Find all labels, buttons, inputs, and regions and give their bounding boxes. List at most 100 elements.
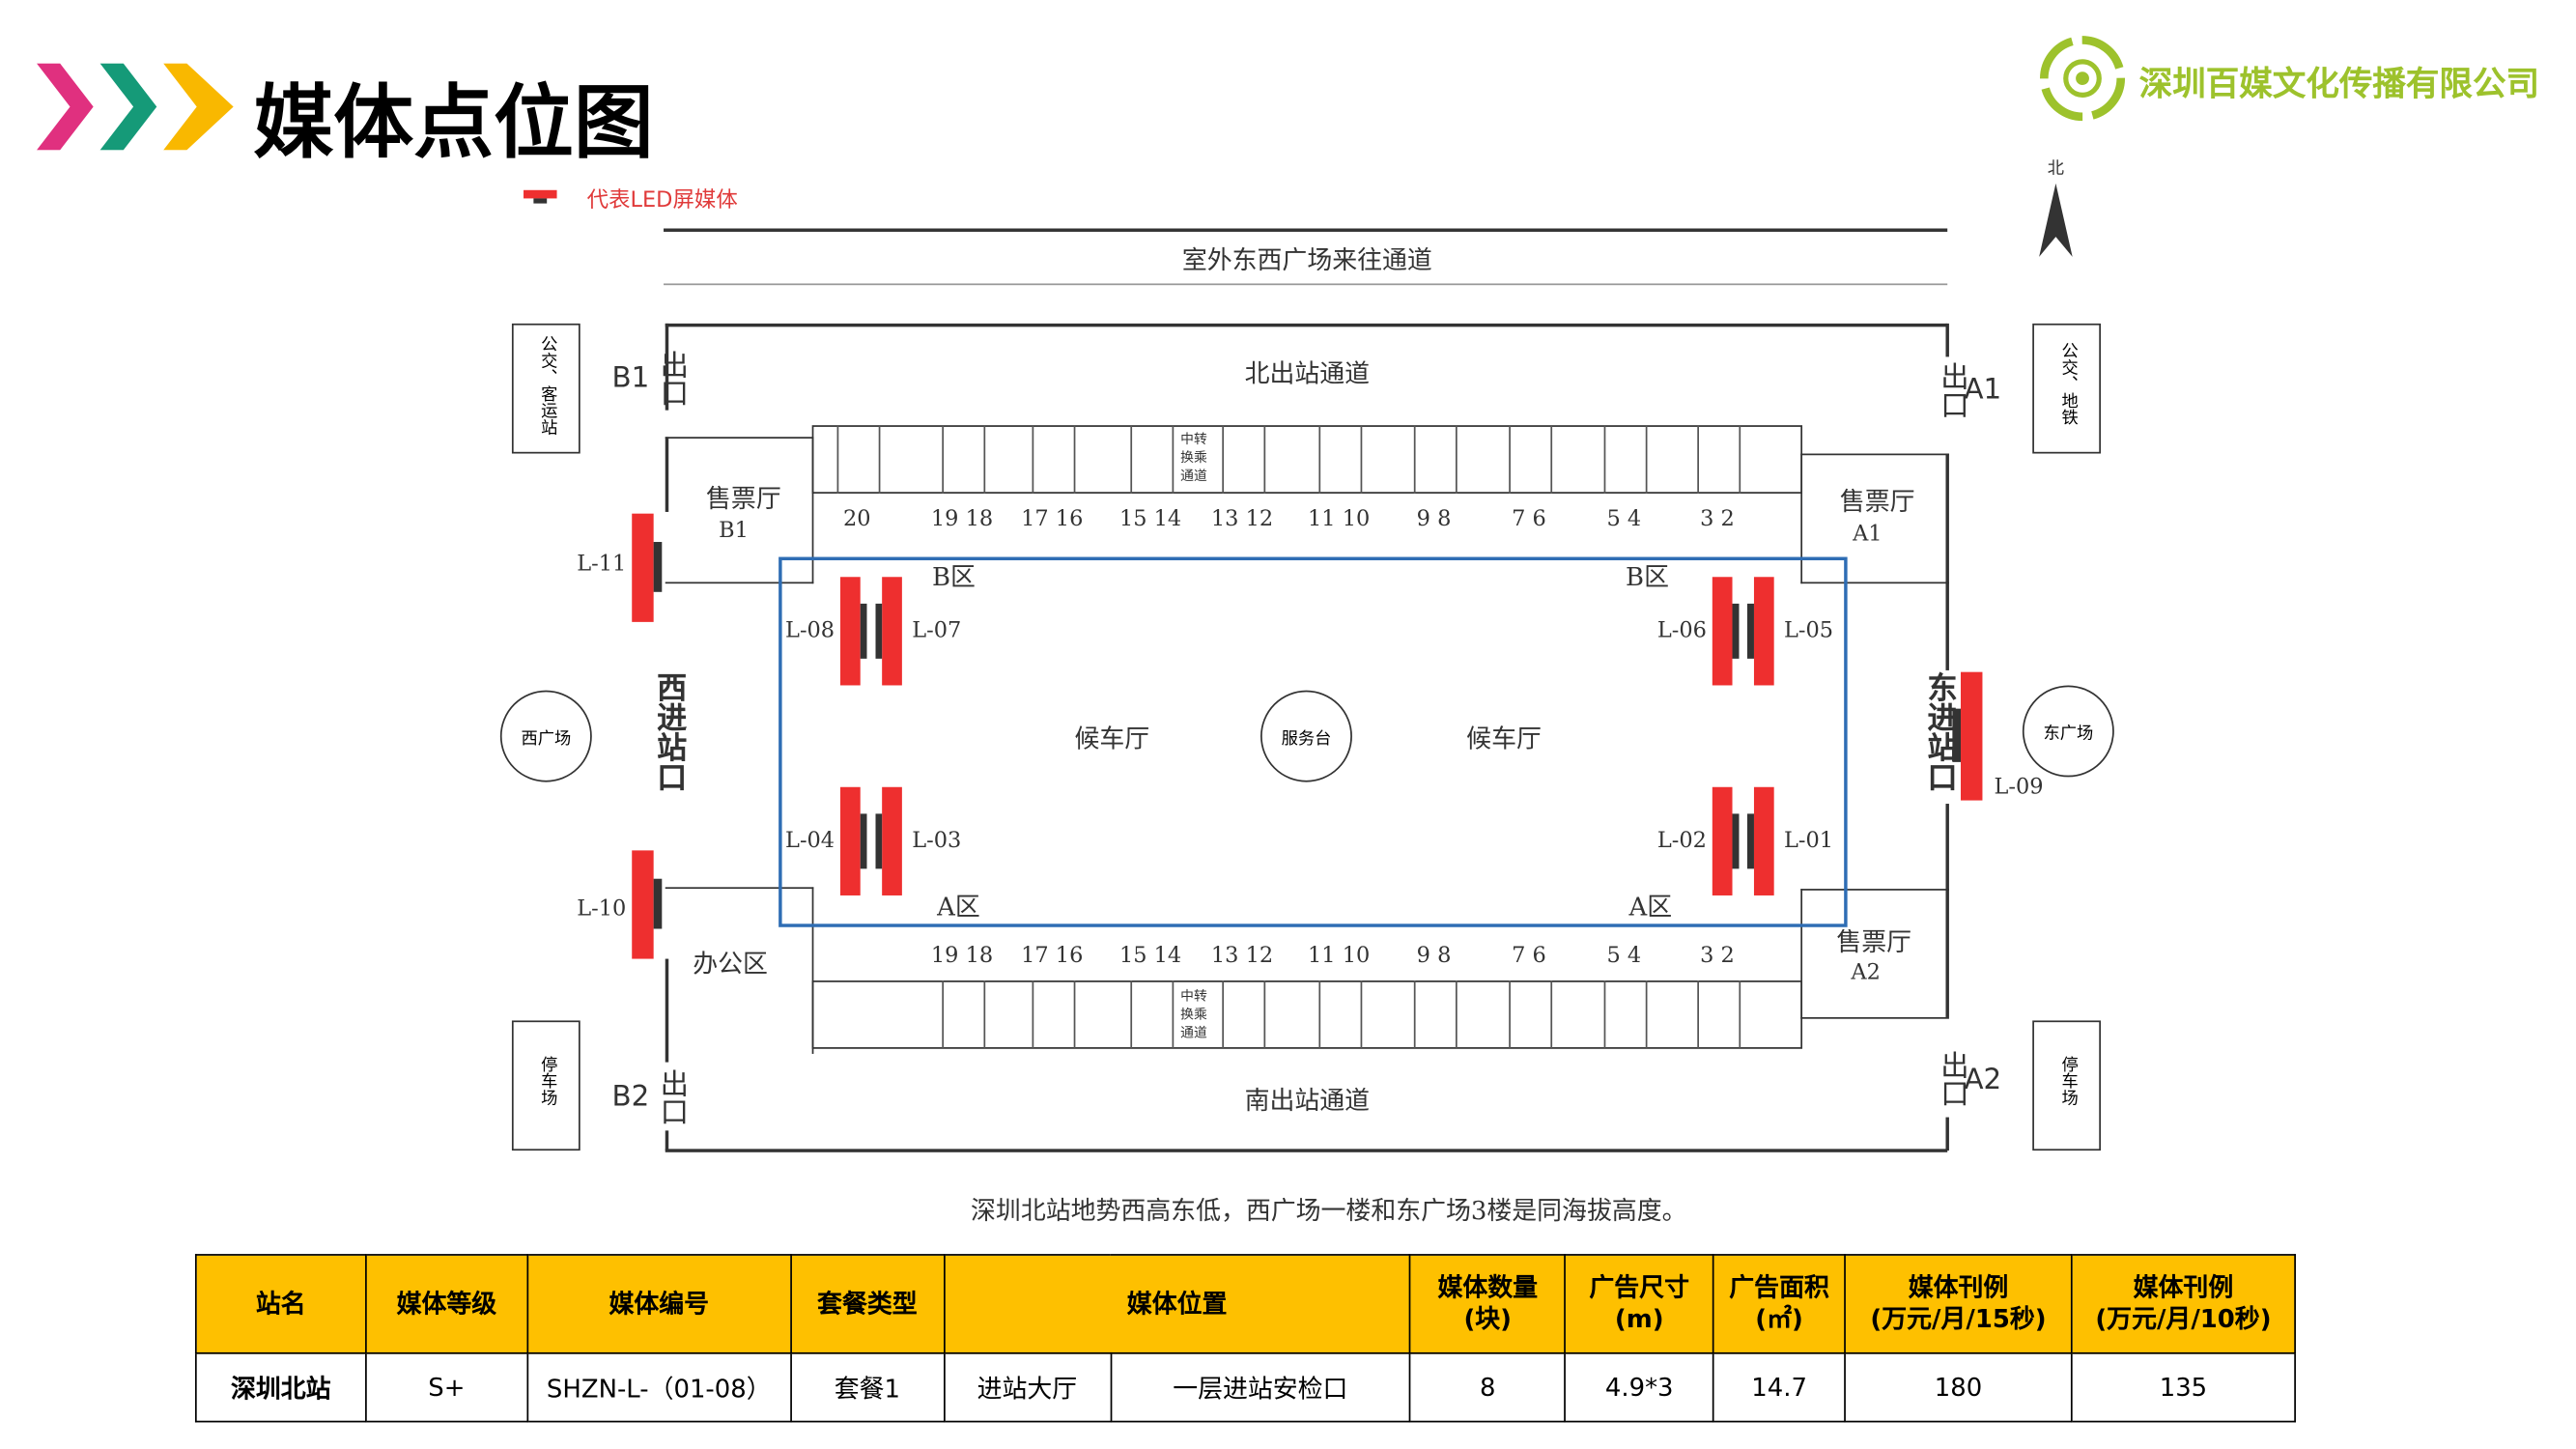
header-price-10s: 媒体刊例 (万元/月/10秒) <box>2070 1254 2296 1354</box>
cell-area: 14.7 <box>1713 1351 1847 1423</box>
cell-price-15s: 180 <box>1844 1351 2073 1423</box>
wall <box>665 958 668 1063</box>
south-transfer-label: 中转换乘通道 <box>1180 988 1207 1041</box>
wall <box>665 323 668 411</box>
cell-grade: S+ <box>364 1351 528 1423</box>
ticket-hall-a1 <box>1800 453 1949 584</box>
led-screen-l11 <box>632 513 654 622</box>
led-mount <box>1952 708 1962 762</box>
led-mount <box>653 542 663 592</box>
chevron-icon <box>36 63 234 151</box>
gate-number: 20 <box>842 506 871 532</box>
west-entrance-label: 西进站口 <box>651 671 688 792</box>
led-label-l08: L-08 <box>785 618 835 644</box>
wall <box>665 437 668 512</box>
led-screen-l08 <box>840 577 861 686</box>
east-plaza: 东广场 <box>2022 685 2114 778</box>
gate-number: 3 2 <box>1700 944 1735 969</box>
bus-coach-label: 公交、客运站 <box>536 334 555 436</box>
gate-slot <box>1509 980 1553 1049</box>
ticket-hall-a2 <box>1800 889 1949 1019</box>
south-exit-passage-label: 南出站通道 <box>1244 1085 1371 1116</box>
gate-number: 13 12 <box>1210 944 1274 969</box>
led-label-l10: L-10 <box>577 896 627 923</box>
led-screen-l03 <box>882 786 902 895</box>
led-label-l07: L-07 <box>912 618 962 644</box>
gate-number: 5 4 <box>1606 506 1642 532</box>
led-label-l06: L-06 <box>1656 618 1707 644</box>
table-header-row: 站名 媒体等级 媒体编号 套餐类型 媒体位置 媒体数量 (块) 广告尺寸 (m)… <box>194 1254 2296 1354</box>
gate-slot <box>1603 980 1648 1049</box>
header-grade: 媒体等级 <box>364 1254 528 1354</box>
led-mount <box>860 813 883 869</box>
zone-b-west: B区 <box>931 561 976 592</box>
parking-west: 停车场 <box>511 1020 580 1151</box>
exit-b2-code: B2 <box>611 1080 650 1115</box>
exit-b2-label: 出口 <box>653 1068 688 1126</box>
south-gate-block <box>811 980 1803 1049</box>
zone-b-east: B区 <box>1626 561 1669 592</box>
gate-number: 9 8 <box>1416 944 1452 969</box>
gate-slot <box>1318 980 1363 1049</box>
ticket-hall-a2-code: A2 <box>1851 960 1881 986</box>
gate-slot <box>1130 425 1175 494</box>
cell-count: 8 <box>1409 1351 1567 1423</box>
ticket-hall-a1-code: A1 <box>1853 522 1882 548</box>
gate-number: 3 2 <box>1700 506 1735 532</box>
west-plaza: 西广场 <box>499 690 592 782</box>
header-package: 套餐类型 <box>789 1254 946 1354</box>
gate-number: 17 16 <box>1021 506 1084 532</box>
gate-number: 5 4 <box>1606 944 1642 969</box>
exit-b1-code: B1 <box>611 361 650 396</box>
gate-slot <box>1222 425 1266 494</box>
wall <box>1945 804 1949 1017</box>
parking-east: 停车场 <box>2032 1020 2102 1151</box>
parking-label: 停车场 <box>2057 1055 2077 1106</box>
gate-number: 7 6 <box>1512 506 1546 532</box>
gate-number: 11 10 <box>1308 506 1371 532</box>
legend-label: 代表LED屏媒体 <box>586 188 738 213</box>
header-station: 站名 <box>194 1254 367 1354</box>
gate-number: 17 16 <box>1021 944 1084 969</box>
wall <box>1945 453 1949 670</box>
cell-price-10s: 135 <box>2070 1351 2296 1423</box>
ticket-hall-b1-label: 售票厅 <box>706 483 781 514</box>
north-label: 北 <box>2047 159 2065 179</box>
led-screen-l04 <box>840 786 861 895</box>
led-mount <box>653 878 663 929</box>
gate-number: 19 18 <box>930 944 994 969</box>
header-count: 媒体数量 (块) <box>1409 1254 1567 1354</box>
gate-number: 19 18 <box>930 506 994 532</box>
bus-metro-station: 公交、地铁 <box>2032 323 2102 454</box>
service-desk-label: 服务台 <box>1281 730 1332 750</box>
company-name: 深圳百媒文化传播有限公司 <box>2138 63 2540 104</box>
exit-b1-label: 出口 <box>653 350 688 408</box>
led-mount <box>1732 813 1754 869</box>
wall <box>665 1149 1948 1151</box>
cell-size: 4.9*3 <box>1564 1351 1714 1423</box>
zone-a-west: A区 <box>937 892 980 923</box>
led-label-l01: L-01 <box>1784 828 1834 854</box>
table-row: 深圳北站 S+ SHZN-L-（01-08） 套餐1 进站大厅 一层进站安检口 … <box>194 1351 2296 1423</box>
map-caption: 深圳北站地势西高东低，西广场一楼和东广场3楼是同海拔高度。 <box>971 1195 1687 1226</box>
gate-slot <box>1413 425 1458 494</box>
exit-a1-label: 出口 <box>1934 361 1967 419</box>
wall <box>1945 323 1949 357</box>
wall <box>665 1130 668 1151</box>
gate-slot <box>942 980 986 1049</box>
zone-a-east: A区 <box>1628 892 1673 923</box>
parking-label: 停车场 <box>536 1055 555 1106</box>
gate-number: 11 10 <box>1308 944 1371 969</box>
gate-slot <box>836 425 881 494</box>
waiting-hall-east: 候车厅 <box>1466 724 1542 754</box>
gate-slot <box>1509 425 1553 494</box>
north-gate-block <box>811 425 1803 494</box>
cell-package: 套餐1 <box>789 1351 946 1423</box>
gate-slot <box>1222 980 1266 1049</box>
gate-slot <box>1318 425 1363 494</box>
gate-slot <box>1413 980 1458 1049</box>
led-label-l02: L-02 <box>1656 828 1707 854</box>
led-label-l05: L-05 <box>1784 618 1834 644</box>
divider <box>664 228 1948 232</box>
gate-slot <box>1032 980 1076 1049</box>
